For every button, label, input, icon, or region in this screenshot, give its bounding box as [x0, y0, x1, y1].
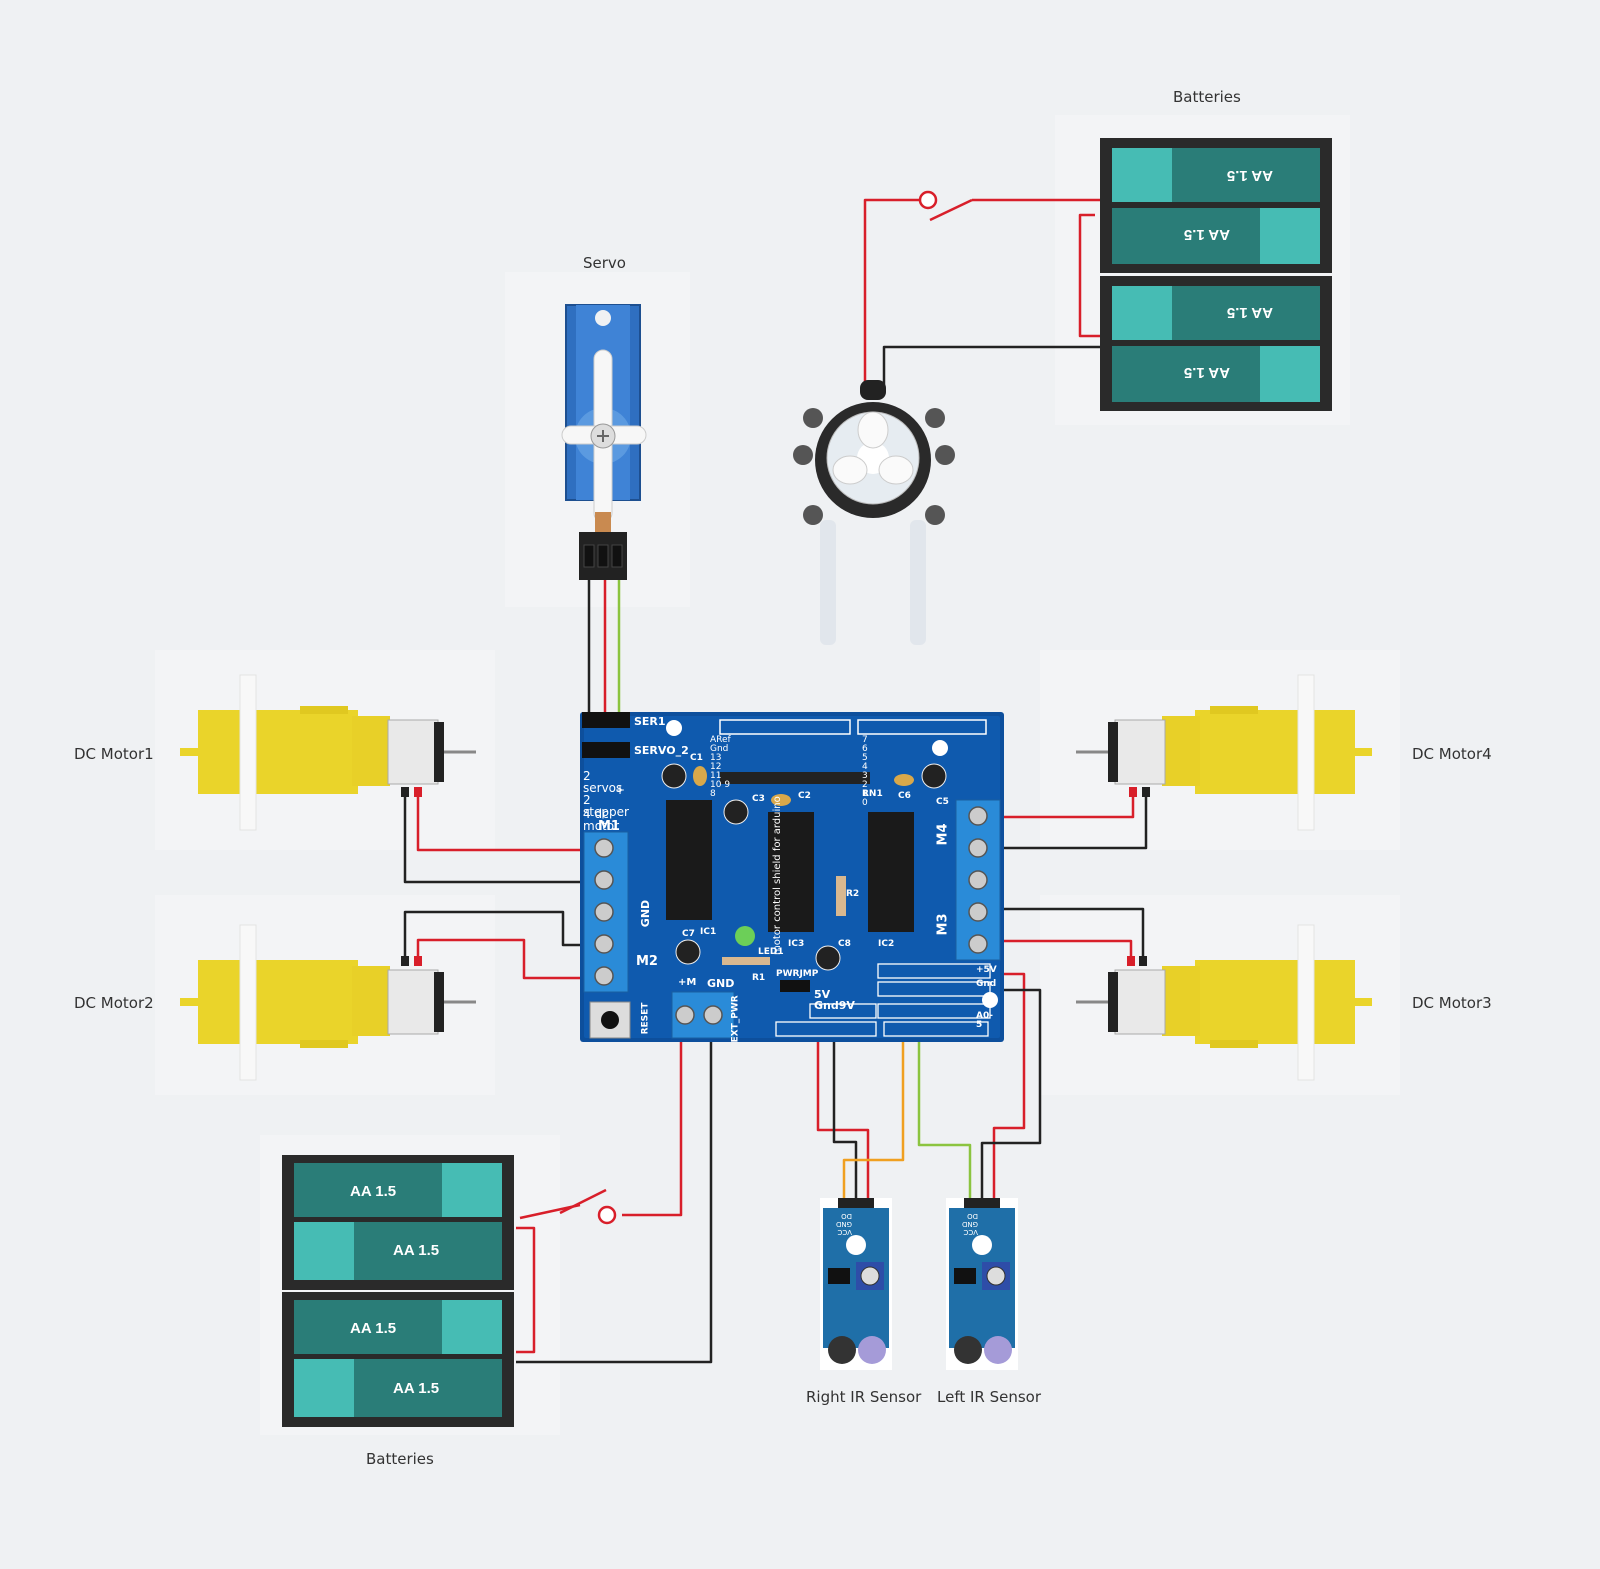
right-ir-vcc: [816, 1010, 870, 1202]
rn1-label: RN1: [862, 789, 883, 799]
dc-motor1-label: DC Motor1: [74, 745, 154, 763]
battery-top-cell-4-label: AA 1.5: [1183, 364, 1230, 381]
silk-line-3: 2 stepper: [583, 793, 629, 819]
right-ir-label: Right IR Sensor: [806, 1388, 922, 1406]
dc-motor1: [180, 674, 476, 831]
c1-label: C1: [690, 753, 703, 763]
silk-line-2: +: [615, 783, 626, 797]
motor3-wire-red: [980, 939, 1133, 960]
battery-link-bottom: [516, 1226, 536, 1354]
ser1-label: SER1: [634, 715, 666, 728]
digital-row-label: 7 6 5 4 3 2 1 0: [862, 735, 868, 808]
ext-gnd-wire-black: [516, 1020, 713, 1364]
shield-vertical-text: motor control shield for arduino: [772, 796, 783, 955]
m3-label: M3: [935, 913, 951, 936]
ic2-label: IC2: [878, 939, 895, 949]
servo2-label: SERVO_2: [634, 744, 689, 757]
power-header-label: 5V Gnd9V: [814, 988, 855, 1012]
right-ir-pin-labels: VCC GND DO: [835, 1212, 853, 1236]
battery-bottom-cell-3-label: AA 1.5: [350, 1320, 397, 1337]
motor4-wire-black: [980, 790, 1148, 850]
dc-motor2: [180, 924, 476, 1081]
motor1-wire-black: [403, 795, 600, 884]
dc-motor3-label: DC Motor3: [1412, 994, 1492, 1012]
battery-bottom-cell-2-label: AA 1.5: [393, 1242, 440, 1259]
batteries-top-label: Batteries: [1173, 88, 1241, 106]
dc-motor4-label: DC Motor4: [1412, 745, 1492, 763]
silk-line-1: 2 servos: [583, 769, 623, 795]
servo: [561, 304, 647, 580]
right-ir-do: [842, 1010, 905, 1202]
ic3-label: IC3: [788, 939, 805, 949]
c8-label: C8: [838, 939, 851, 949]
left-ir-gnd: [970, 988, 1042, 1202]
m2-label: M2: [636, 954, 658, 969]
pwrjmp-label: PWRJMP: [776, 969, 819, 979]
battery-top-cell-3-label: AA 1.5: [1226, 304, 1273, 321]
r2-label: R2: [846, 889, 860, 899]
ic1-label: IC1: [700, 927, 717, 937]
c5-label: C5: [936, 797, 949, 807]
c7-label: C7: [682, 929, 695, 939]
a05-label: A0-5: [976, 1011, 993, 1030]
peristaltic-pump: [793, 380, 955, 645]
m4-label: M4: [935, 823, 951, 846]
motor1-wire-red: [416, 795, 600, 852]
motor4-wire-red: [980, 790, 1135, 819]
aref-row-label: ARef Gnd 13 12 11 10 9 8: [710, 735, 731, 799]
top-switch[interactable]: [918, 190, 973, 222]
r1-label: R1: [752, 973, 766, 983]
motor2-wire-black: [403, 910, 600, 962]
left-ir-pin-labels: VCC GND DO: [961, 1212, 979, 1236]
dc-motor4: [1076, 674, 1372, 831]
battery-link-top: [1078, 213, 1105, 338]
right-ir-sensor: [820, 1198, 892, 1370]
c2-label: C2: [798, 791, 811, 801]
ext-pwr-label: EXT_PWR: [730, 995, 741, 1043]
digital-header: [719, 719, 987, 735]
plus5v-label: +5V: [976, 965, 997, 975]
motor3-wire-black: [980, 907, 1145, 960]
wires: [403, 198, 1148, 1364]
m1-label: M1: [598, 819, 620, 834]
motor2-wire-red: [416, 938, 600, 980]
batteries-bottom-label: Batteries: [366, 1450, 434, 1468]
ext-pwr-wire-red: [622, 1020, 683, 1217]
pump-wire-black: [882, 345, 1105, 385]
left-ir-sensor: [946, 1198, 1018, 1370]
battery-bottom-cell-4-label: AA 1.5: [393, 1380, 440, 1397]
battery-bottom-cell-1-label: AA 1.5: [350, 1183, 397, 1200]
battery-top-cell-2-label: AA 1.5: [1183, 226, 1230, 243]
dc-motor2-label: DC Motor2: [74, 994, 154, 1012]
batteries-top: [1100, 138, 1332, 411]
left-ir-label: Left IR Sensor: [937, 1388, 1042, 1406]
gnd-right-label: Gnd: [976, 979, 997, 989]
left-ir-do: [917, 1010, 972, 1202]
batteries-bottom: [282, 1155, 514, 1427]
right-ir-gnd: [832, 1010, 858, 1202]
pump-wire-red: [863, 198, 920, 385]
gnd-block-label: GND: [707, 977, 735, 990]
dc-motor3: [1076, 924, 1372, 1081]
battery-top-cell-1-label: AA 1.5: [1226, 167, 1273, 184]
bottom-switch[interactable]: [559, 1188, 617, 1225]
plus-m-label: +M: [678, 977, 697, 988]
gnd-side-label: GND: [639, 899, 653, 928]
servo-label: Servo: [583, 254, 626, 272]
led1-label: LED1: [758, 947, 784, 957]
motor-shield: [580, 712, 1004, 1042]
reset-label: RESET: [640, 1002, 651, 1035]
c6-label: C6: [898, 791, 911, 801]
silk-line-4: 4 dc motor: [583, 807, 620, 833]
c3-label: C3: [752, 794, 765, 804]
